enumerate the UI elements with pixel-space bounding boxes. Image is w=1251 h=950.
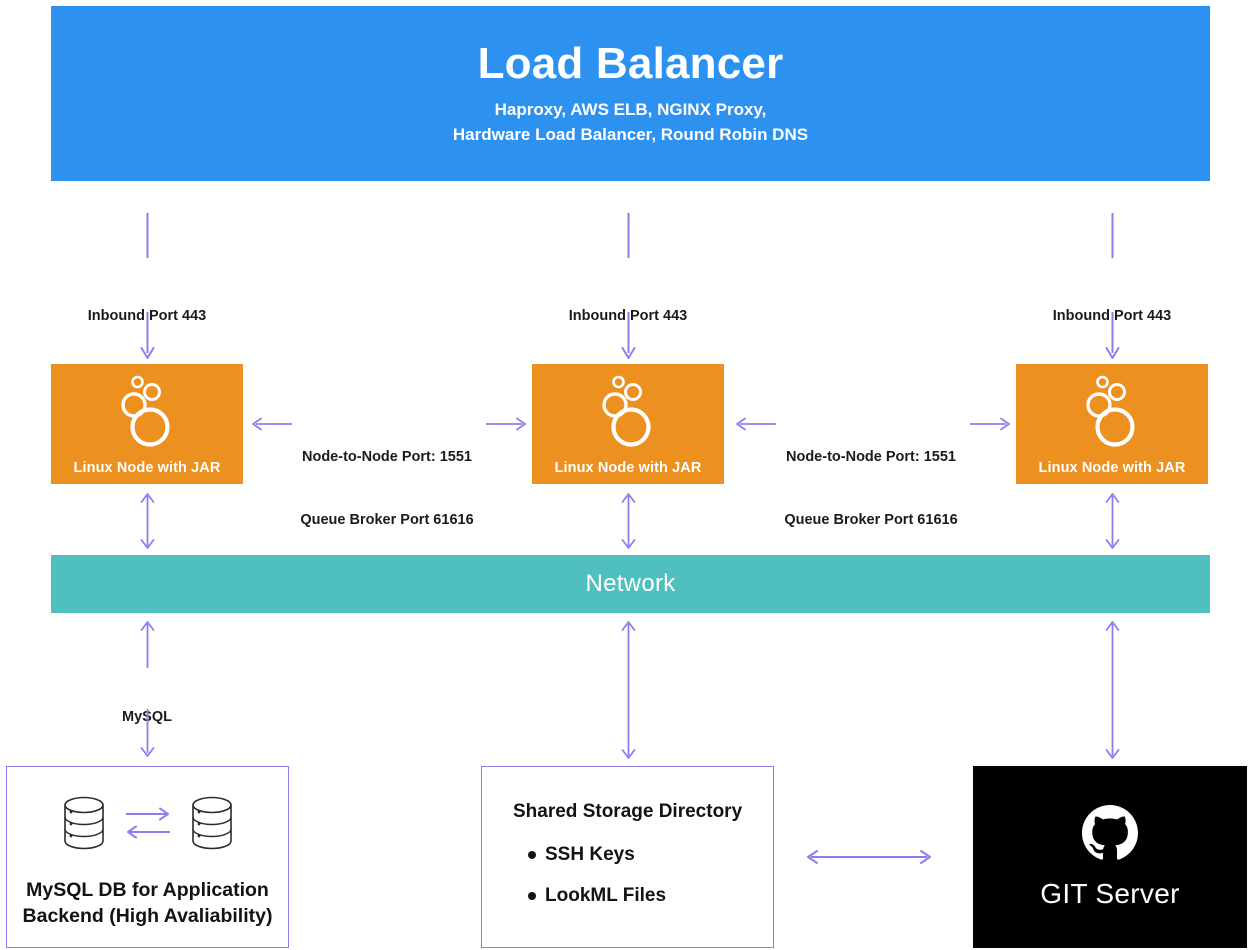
inbound-port-label-3-line1: Inbound Port 443 bbox=[1052, 308, 1172, 325]
node-3-to-network-arrow bbox=[1104, 492, 1121, 550]
database-cylinder-icon bbox=[190, 795, 234, 856]
list-item: LookML Files bbox=[528, 886, 666, 905]
database-icons-group bbox=[7, 795, 288, 856]
mysql-database-caption: MySQL DB for Application Backend (High A… bbox=[7, 877, 288, 930]
node-link-1-label: Node-to-Node Port: 1551 Queue Broker Por… bbox=[292, 405, 482, 573]
shared-storage-item-label: LookML Files bbox=[545, 885, 667, 906]
shared-storage-title: Shared Storage Directory bbox=[513, 801, 743, 822]
node-2-to-network-arrow bbox=[620, 492, 637, 550]
network-to-mysql-arrow-upper bbox=[139, 620, 156, 668]
node-1-to-network-arrow bbox=[139, 492, 156, 550]
network-to-storage-arrow bbox=[620, 620, 637, 760]
node-link-1-label-line2: Queue Broker Port 61616 bbox=[300, 512, 474, 529]
linux-node-1[interactable]: Linux Node with JAR bbox=[51, 364, 243, 484]
load-balancer-subtitle-line1: Haproxy, AWS ELB, NGINX Proxy, bbox=[494, 100, 767, 120]
shared-storage-item-label: SSH Keys bbox=[545, 844, 635, 865]
lb-to-node-2-connector-upper bbox=[627, 213, 630, 258]
linux-node-1-label: Linux Node with JAR bbox=[73, 460, 221, 476]
storage-to-git-arrow bbox=[805, 849, 933, 865]
linux-node-2[interactable]: Linux Node with JAR bbox=[532, 364, 724, 484]
list-item: SSH Keys bbox=[528, 845, 666, 864]
lb-to-node-3-connector-upper bbox=[1111, 213, 1114, 258]
git-server-label: GIT Server bbox=[1040, 877, 1180, 909]
inbound-port-label-2-line1: Inbound Port 443 bbox=[568, 308, 688, 325]
lb-to-node-1-connector-upper bbox=[146, 213, 149, 258]
bullet-icon bbox=[528, 850, 536, 859]
database-replication-arrows bbox=[124, 803, 172, 848]
mysql-database-caption-line1: MySQL DB for Application bbox=[26, 879, 269, 901]
linux-node-3[interactable]: Linux Node with JAR bbox=[1016, 364, 1208, 484]
lb-to-node-2-connector-arrow bbox=[620, 312, 637, 360]
node-link-2-label-line2: Queue Broker Port 61616 bbox=[784, 512, 958, 529]
node-link-2-right-arrow bbox=[970, 417, 1012, 431]
bullet-icon bbox=[528, 891, 536, 900]
load-balancer-subtitle: Haproxy, AWS ELB, NGINX Proxy, Hardware … bbox=[453, 98, 808, 147]
linux-cluster-icon bbox=[1081, 372, 1143, 455]
mysql-database-caption-line2: Backend (High Avaliability) bbox=[22, 905, 273, 928]
git-server-box[interactable]: GIT Server bbox=[973, 766, 1247, 948]
linux-node-2-label: Linux Node with JAR bbox=[554, 460, 702, 476]
network-to-git-arrow bbox=[1104, 620, 1121, 760]
node-link-2-label: Node-to-Node Port: 1551 Queue Broker Por… bbox=[776, 405, 966, 573]
linux-cluster-icon bbox=[597, 372, 659, 455]
node-link-1-right-arrow bbox=[486, 417, 528, 431]
database-cylinder-icon bbox=[62, 795, 106, 856]
node-link-1-left-arrow bbox=[250, 417, 292, 431]
node-link-2-label-line1: Node-to-Node Port: 1551 bbox=[786, 449, 956, 466]
load-balancer-banner: Load Balancer Haproxy, AWS ELB, NGINX Pr… bbox=[51, 6, 1210, 181]
inbound-port-label-1-line1: Inbound Port 443 bbox=[87, 308, 207, 325]
load-balancer-subtitle-line2: Hardware Load Balancer, Round Robin DNS bbox=[452, 124, 809, 144]
network-bar: Network bbox=[51, 555, 1210, 613]
network-label: Network bbox=[585, 570, 676, 597]
lb-to-node-1-connector-arrow bbox=[139, 312, 156, 360]
shared-storage-box: Shared Storage Directory SSH Keys LookML… bbox=[481, 766, 774, 948]
node-link-1-label-line1: Node-to-Node Port: 1551 bbox=[302, 449, 472, 466]
linux-node-3-label: Linux Node with JAR bbox=[1038, 460, 1186, 476]
lb-to-node-3-connector-arrow bbox=[1104, 312, 1121, 360]
linux-cluster-icon bbox=[116, 372, 178, 455]
network-to-mysql-arrow-lower bbox=[139, 709, 156, 759]
shared-storage-list: SSH Keys LookML Files bbox=[528, 845, 666, 927]
node-link-2-left-arrow bbox=[734, 417, 776, 431]
load-balancer-title: Load Balancer bbox=[477, 38, 784, 88]
github-octocat-icon bbox=[1082, 804, 1138, 866]
mysql-database-box: MySQL DB for Application Backend (High A… bbox=[6, 766, 289, 948]
